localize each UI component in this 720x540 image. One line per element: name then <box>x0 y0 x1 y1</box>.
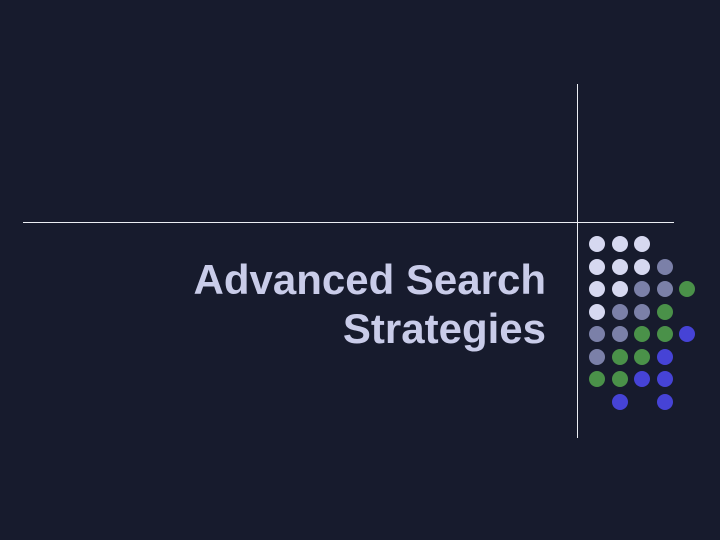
pattern-dot-light <box>611 258 628 275</box>
pattern-dot-light <box>634 236 650 252</box>
slide-title-line-1: Advanced Search <box>193 256 547 303</box>
pattern-dot-slate <box>656 258 673 275</box>
pattern-dot-slate <box>634 303 650 320</box>
slide-title-line-2: Strategies <box>342 305 546 352</box>
pattern-dot-light <box>589 303 605 320</box>
pattern-dot-green <box>679 281 695 297</box>
pattern-dot-slate <box>589 348 605 365</box>
pattern-dot-green <box>611 348 628 365</box>
pattern-dot-light <box>589 281 605 297</box>
pattern-dot-green <box>634 326 650 342</box>
pattern-dot-green <box>589 371 605 387</box>
pattern-dot-light <box>611 236 628 252</box>
pattern-dot-slate <box>589 326 605 342</box>
pattern-dot-light <box>634 258 650 275</box>
pattern-dot-green <box>656 326 673 342</box>
pattern-dot-blue <box>656 393 673 410</box>
pattern-dot-blue <box>656 348 673 365</box>
pattern-dot-blue <box>634 371 650 387</box>
pattern-dot-light <box>589 236 605 252</box>
pattern-dot-blue <box>611 393 628 410</box>
pattern-dot-slate <box>634 281 650 297</box>
pattern-dot-green <box>656 303 673 320</box>
pattern-dot-slate <box>611 303 628 320</box>
pattern-dot-green <box>634 348 650 365</box>
pattern-dot-slate <box>656 281 673 297</box>
pattern-dot-blue <box>679 326 695 342</box>
pattern-dot-light <box>589 258 605 275</box>
pattern-dot-green <box>611 371 628 387</box>
pattern-dot-slate <box>611 326 628 342</box>
slide-title: Advanced Search Strategies <box>100 255 547 353</box>
vertical-divider-line <box>577 84 578 438</box>
horizontal-divider-line <box>23 222 674 223</box>
pattern-dot-blue <box>656 371 673 387</box>
pattern-dot-light <box>611 281 628 297</box>
